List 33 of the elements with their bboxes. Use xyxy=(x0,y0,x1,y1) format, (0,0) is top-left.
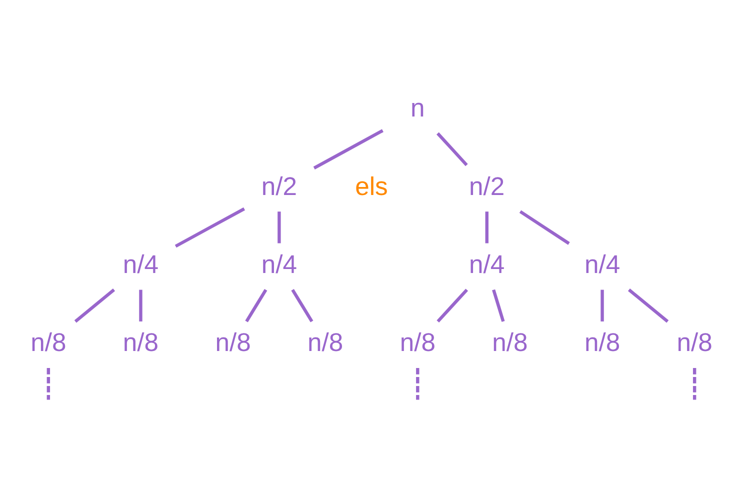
connector xyxy=(492,288,505,322)
label: els xyxy=(355,172,388,200)
node-text: n/8 xyxy=(400,328,436,357)
connector xyxy=(692,368,696,400)
connector xyxy=(436,132,468,166)
node-text: n xyxy=(410,94,425,122)
node-text: n/8 xyxy=(676,328,712,357)
node-text: n/8 xyxy=(215,328,251,357)
connector xyxy=(174,206,246,248)
connector xyxy=(600,289,604,321)
connector xyxy=(278,211,281,243)
connector xyxy=(436,288,468,322)
node-text: n/8 xyxy=(584,328,620,357)
node-text: n/8 xyxy=(308,328,344,357)
connector xyxy=(291,288,314,322)
node-text: n/2 xyxy=(469,172,505,200)
node-text: n/8 xyxy=(30,328,66,357)
connector xyxy=(313,128,384,169)
node-text: n/4 xyxy=(584,250,620,279)
connector xyxy=(485,211,488,243)
node-text: n/2 xyxy=(261,172,298,200)
connector xyxy=(139,289,142,321)
connector xyxy=(628,288,669,322)
connector xyxy=(519,210,570,244)
connector xyxy=(74,288,116,322)
node-text: n/4 xyxy=(469,250,505,279)
node-text: n/8 xyxy=(122,328,159,357)
connector xyxy=(46,368,50,400)
node-text: n/4 xyxy=(122,250,159,279)
connector xyxy=(416,368,420,400)
node-text: n/8 xyxy=(492,328,528,357)
connector xyxy=(245,288,268,322)
node-text: n/4 xyxy=(261,250,298,279)
